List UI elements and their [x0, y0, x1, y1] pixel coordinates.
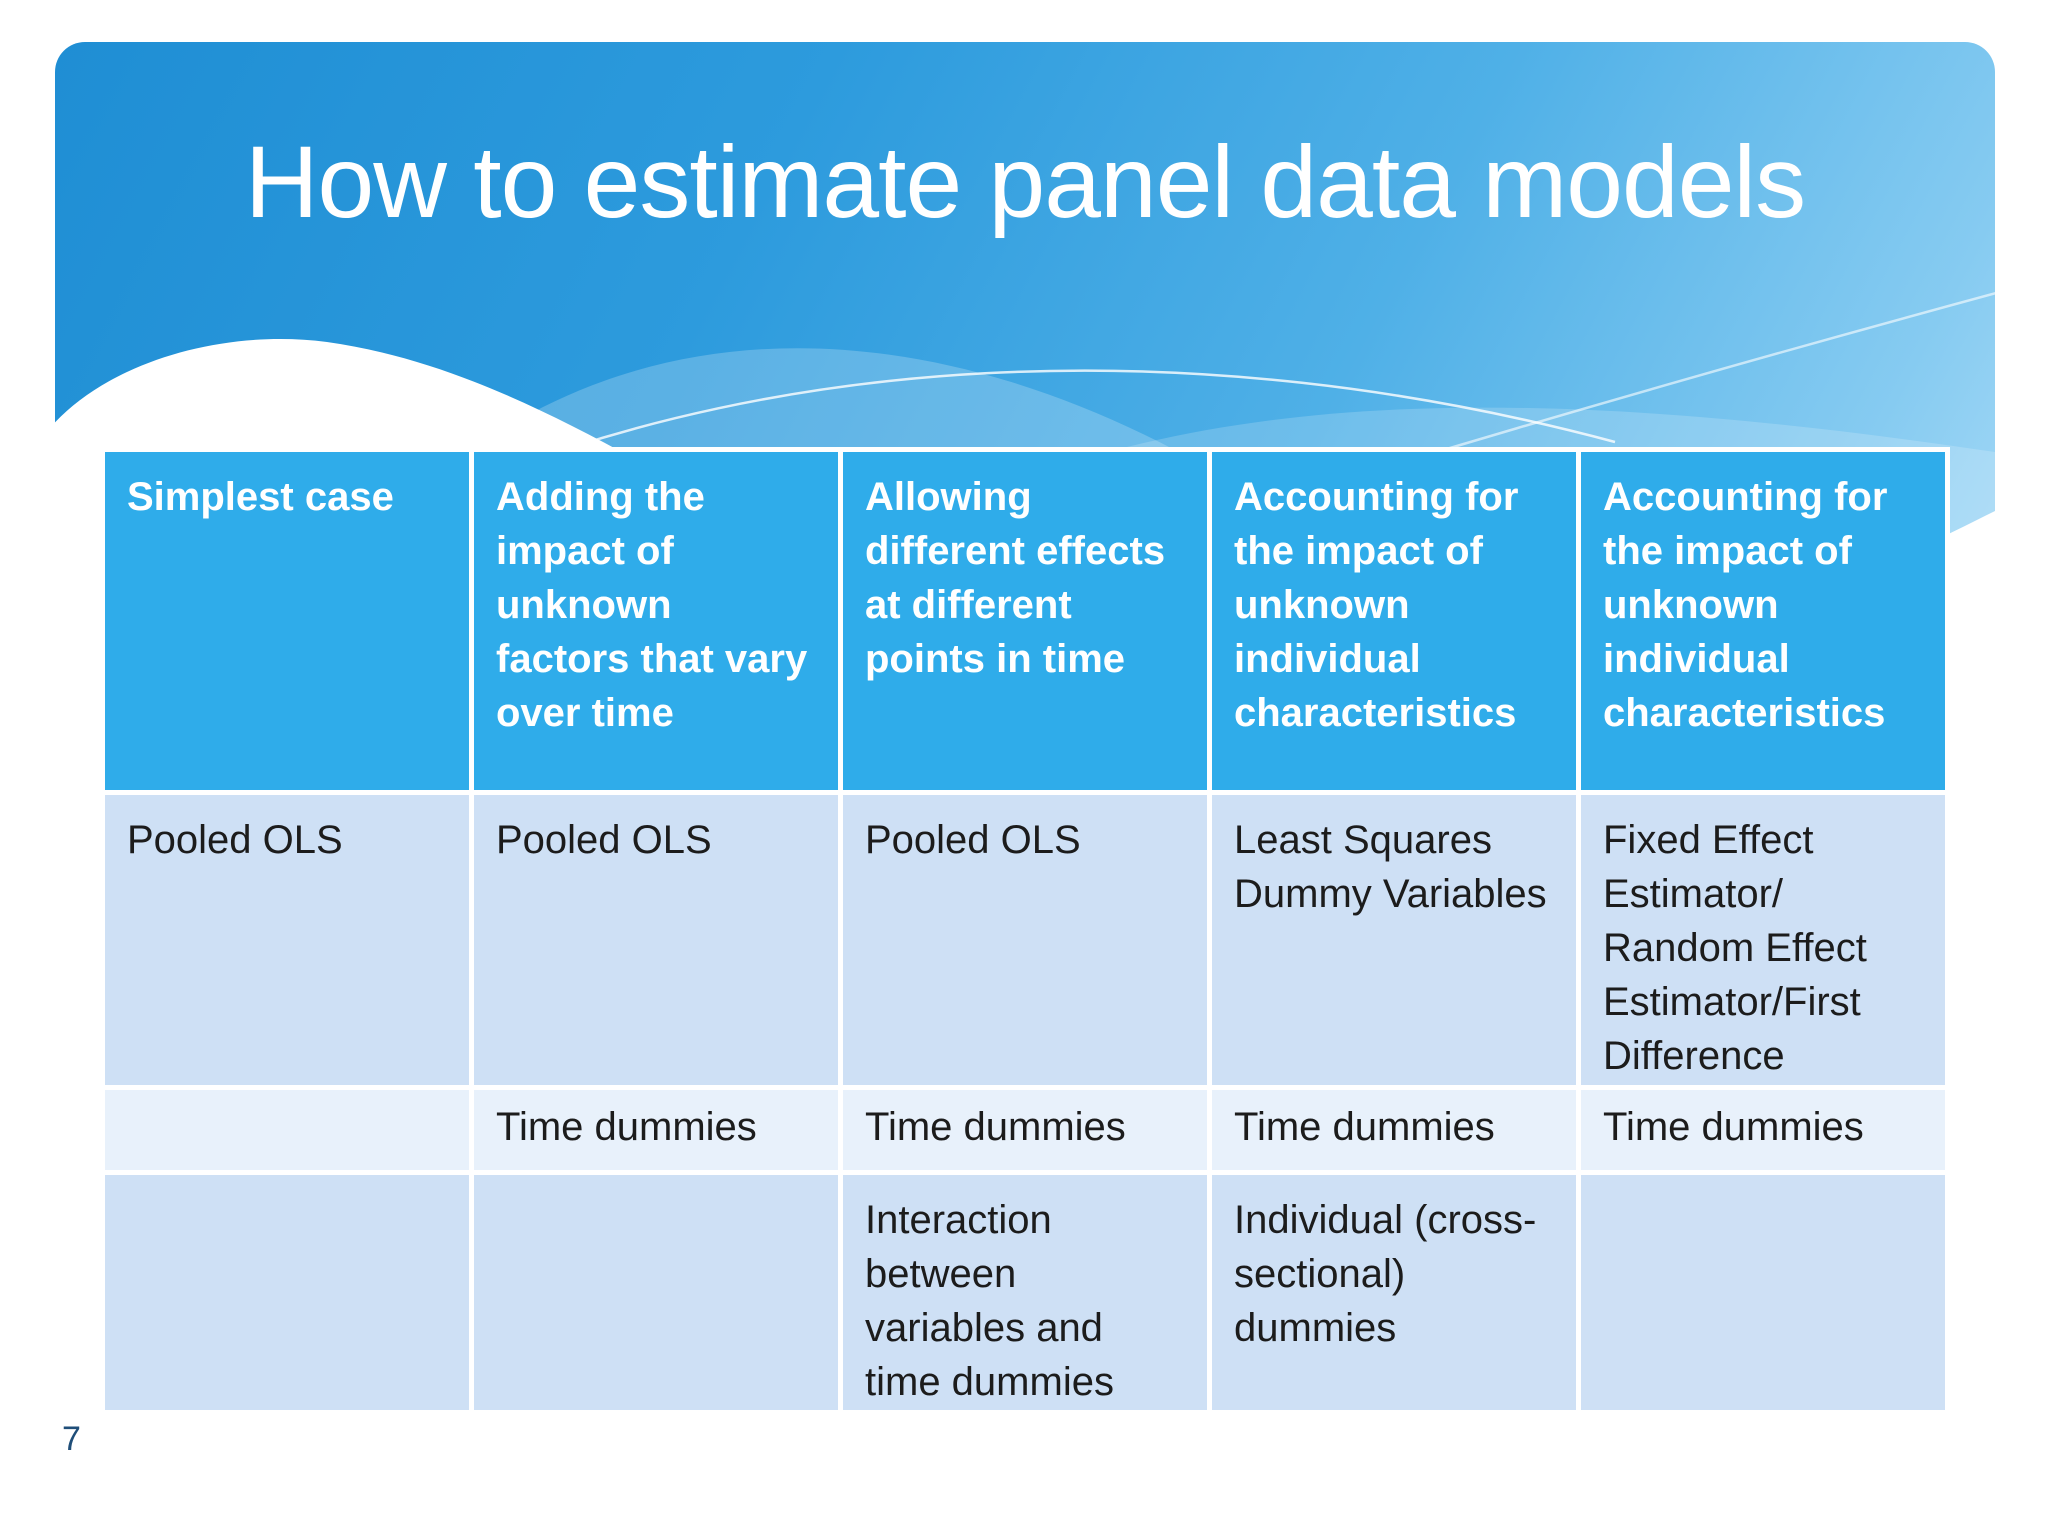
cell-r3c5	[1581, 1175, 1945, 1410]
cell-r2c2: Time dummies	[474, 1090, 838, 1170]
header-cell-simplest-case: Simplest case	[105, 452, 469, 790]
header-cell-individual-characteristics-1: Accounting for the impact of unknown ind…	[1212, 452, 1576, 790]
page-number: 7	[62, 1420, 81, 1458]
header-cell-allowing-effects: Allowing different effects at different …	[843, 452, 1207, 790]
cell-r2c4: Time dummies	[1212, 1090, 1576, 1170]
cell-r1c1: Pooled OLS	[105, 795, 469, 1085]
cell-r1c4: Least Squares Dummy Variables	[1212, 795, 1576, 1085]
header-cell-individual-characteristics-2: Accounting for the impact of unknown ind…	[1581, 452, 1945, 790]
cell-r2c1	[105, 1090, 469, 1170]
cell-r1c2: Pooled OLS	[474, 795, 838, 1085]
cell-r3c1	[105, 1175, 469, 1410]
slide-title: How to estimate panel data models	[244, 125, 1806, 239]
panel-data-models-table: Simplest case Adding the impact of unkno…	[100, 447, 1950, 1415]
cell-r1c5: Fixed Effect Estimator/ Random Effect Es…	[1581, 795, 1945, 1085]
cell-r2c3: Time dummies	[843, 1090, 1207, 1170]
cell-r3c4: Individual (cross-sectional) dummies	[1212, 1175, 1576, 1410]
header-cell-adding-impact: Adding the impact of unknown factors tha…	[474, 452, 838, 790]
cell-r1c3: Pooled OLS	[843, 795, 1207, 1085]
cell-r3c2	[474, 1175, 838, 1410]
cell-r2c5: Time dummies	[1581, 1090, 1945, 1170]
cell-r3c3: Interaction between variables and time d…	[843, 1175, 1207, 1410]
